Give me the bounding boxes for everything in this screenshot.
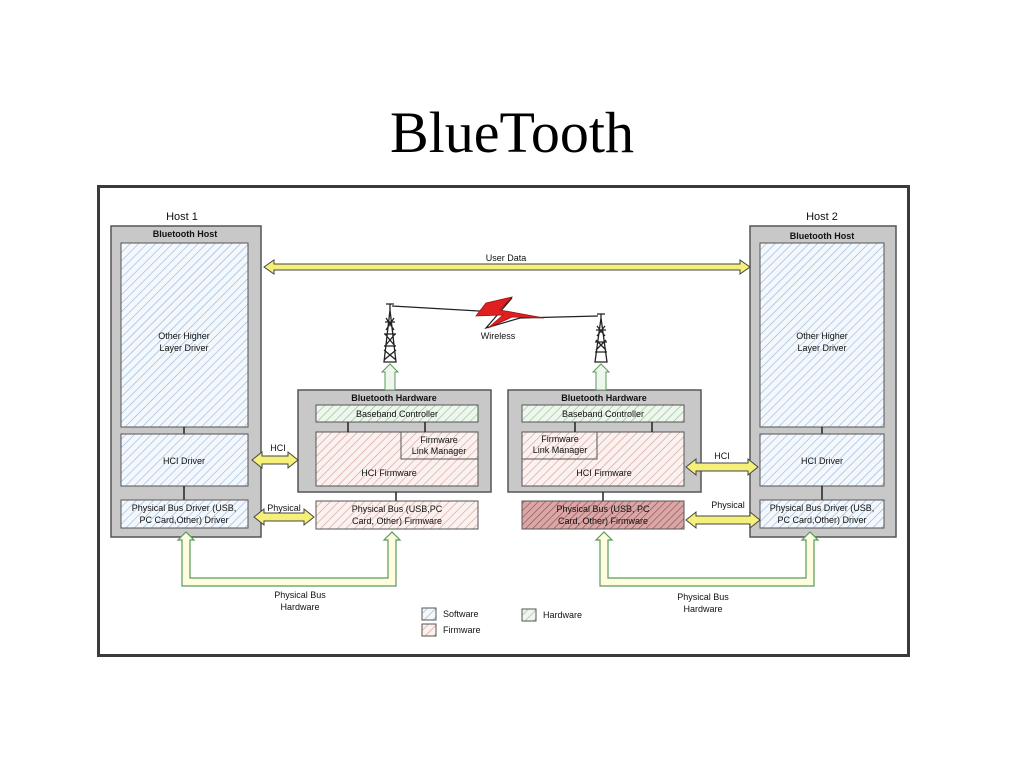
hw2-phys-bus-line1: Physical Bus (USB, PC [556, 504, 650, 514]
physical-left-label: Physical [267, 503, 301, 513]
antenna-right [591, 313, 611, 391]
hw2-link-manager-line1: Firmware [541, 434, 579, 444]
host1-higher-layer-line1: Other Higher [158, 331, 210, 341]
hw2-hci-firmware: HCI Firmware [576, 468, 632, 478]
user-data-arrow: User Data [263, 253, 751, 275]
host2-phys-driver-line1: Physical Bus Driver (USB, [770, 503, 875, 513]
host2-block: Host 2 Bluetooth Host Other Higher Layer… [749, 211, 897, 538]
hw2-header: Bluetooth Hardware [561, 393, 647, 403]
antenna-left [380, 303, 400, 391]
physical-arrow-right: Physical [685, 500, 761, 530]
hci-arrow-left: HCI [251, 443, 299, 470]
physical-right-label: Physical [711, 500, 745, 510]
hw2-link-manager-line2: Link Manager [533, 445, 588, 455]
hw1-phys-bus-line2: Card, Other) Firmware [352, 516, 442, 526]
phys-bus-hw-left-line2: Hardware [280, 602, 319, 612]
legend: Software Firmware Hardware [421, 607, 582, 637]
legend-firmware-label: Firmware [443, 625, 481, 635]
physical-arrow-left: Physical [253, 503, 315, 527]
host1-phys-driver-line1: Physical Bus Driver (USB, [132, 503, 237, 513]
slide-title: BlueTooth [389, 100, 635, 165]
hw1-link-manager-line1: Firmware [420, 435, 458, 445]
wireless-label: Wireless [481, 331, 516, 341]
host2-phys-driver-line2: PC Card,Other) Driver [777, 515, 866, 525]
host1-higher-layer-line2: Layer Driver [159, 343, 208, 353]
hci-left-label: HCI [270, 443, 286, 453]
legend-software-label: Software [443, 609, 479, 619]
host2-label: Host 2 [806, 211, 838, 223]
wireless-link: Wireless [391, 296, 599, 341]
legend-hardware-swatch [521, 608, 537, 622]
hw1-baseband: Baseband Controller [356, 409, 438, 419]
hw2-phys-bus-line2: Card, Other) Firmware [558, 516, 648, 526]
legend-firmware-swatch [421, 623, 437, 637]
hw1-link-manager-line2: Link Manager [412, 446, 467, 456]
phys-bus-hw-right: Physical Bus Hardware [594, 531, 820, 614]
host1-hci-driver: HCI Driver [163, 456, 205, 466]
phys-bus-hw-right-line1: Physical Bus [677, 592, 729, 602]
legend-software-swatch [421, 607, 437, 621]
host2-hci-driver: HCI Driver [801, 456, 843, 466]
host2-higher-layer-line1: Other Higher [796, 331, 848, 341]
host2-header: Bluetooth Host [790, 231, 855, 241]
host1-block: Host 1 Bluetooth Host Other Higher Layer… [110, 211, 262, 538]
hw1-hci-firmware: HCI Firmware [361, 468, 417, 478]
phys-bus-hw-left-line1: Physical Bus [274, 590, 326, 600]
hw1-block: Bluetooth Hardware Baseband Controller F… [297, 389, 492, 530]
hw1-phys-bus-line1: Physical Bus (USB,PC [352, 504, 443, 514]
host1-label: Host 1 [166, 211, 198, 223]
host1-phys-driver-line2: PC Card,Other) Driver [139, 515, 228, 525]
hw2-block: Bluetooth Hardware Baseband Controller F… [507, 389, 702, 530]
hci-right-label: HCI [714, 451, 730, 461]
hci-arrow-right: HCI [685, 451, 759, 477]
phys-bus-hw-left: Physical Bus Hardware [176, 531, 402, 612]
host1-header: Bluetooth Host [153, 229, 218, 239]
host2-higher-layer-line2: Layer Driver [797, 343, 846, 353]
phys-bus-hw-right-line2: Hardware [683, 604, 722, 614]
user-data-label: User Data [486, 253, 527, 263]
legend-hardware-label: Hardware [543, 610, 582, 620]
hw2-baseband: Baseband Controller [562, 409, 644, 419]
hw1-header: Bluetooth Hardware [351, 393, 437, 403]
